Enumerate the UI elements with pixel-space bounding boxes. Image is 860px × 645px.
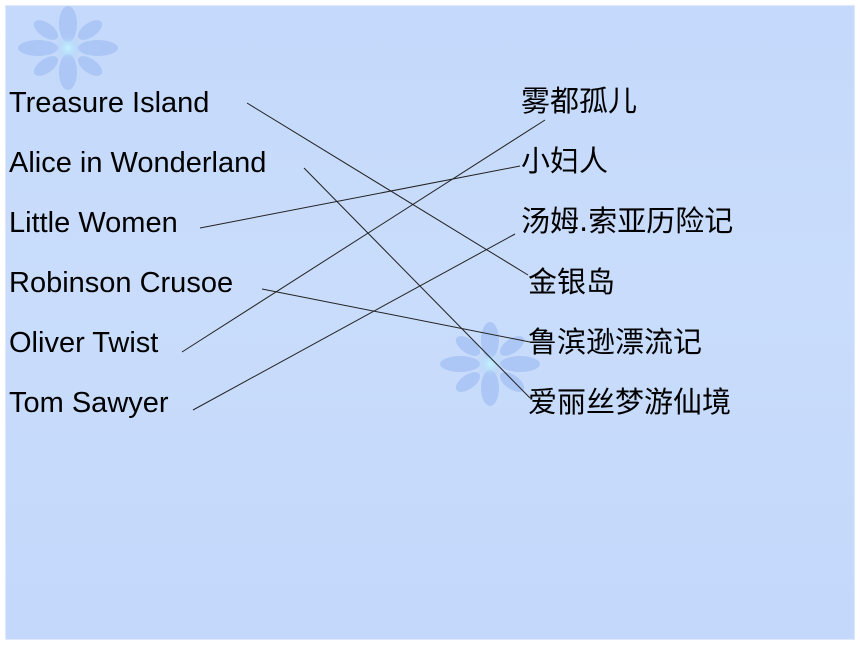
english-title-alice-in-wonderland: Alice in Wonderland [9,147,267,179]
match-line-treasure-island [246,102,529,276]
english-title-tom-sawyer: Tom Sawyer [9,387,169,419]
chinese-title-jin-yin-dao: 金银岛 [528,265,616,299]
snowflake-decoration-icon [18,6,118,90]
match-line-oliver-twist [181,119,546,353]
english-title-robinson-crusoe: Robinson Crusoe [9,267,234,299]
chinese-title-wu-du-gu-er: 雾都孤儿 [521,84,638,118]
chinese-title-lu-bin-xun: 鲁滨逊漂流记 [528,325,703,359]
snowflake-decoration-icon [440,322,540,406]
match-line-tom-sawyer [192,233,516,411]
english-title-oliver-twist: Oliver Twist [9,327,159,359]
chinese-title-xiao-fu-ren: 小妇人 [521,144,609,178]
match-line-robinson-crusoe [261,288,531,343]
match-line-little-women [199,165,521,229]
chinese-title-ai-li-si: 爱丽丝梦游仙境 [528,385,732,419]
english-title-treasure-island: Treasure Island [9,87,210,119]
match-line-alice-in-wonderland [303,167,531,399]
chinese-title-tang-mu-suo-ya: 汤姆.索亚历险记 [521,204,734,238]
english-title-little-women: Little Women [9,207,178,239]
